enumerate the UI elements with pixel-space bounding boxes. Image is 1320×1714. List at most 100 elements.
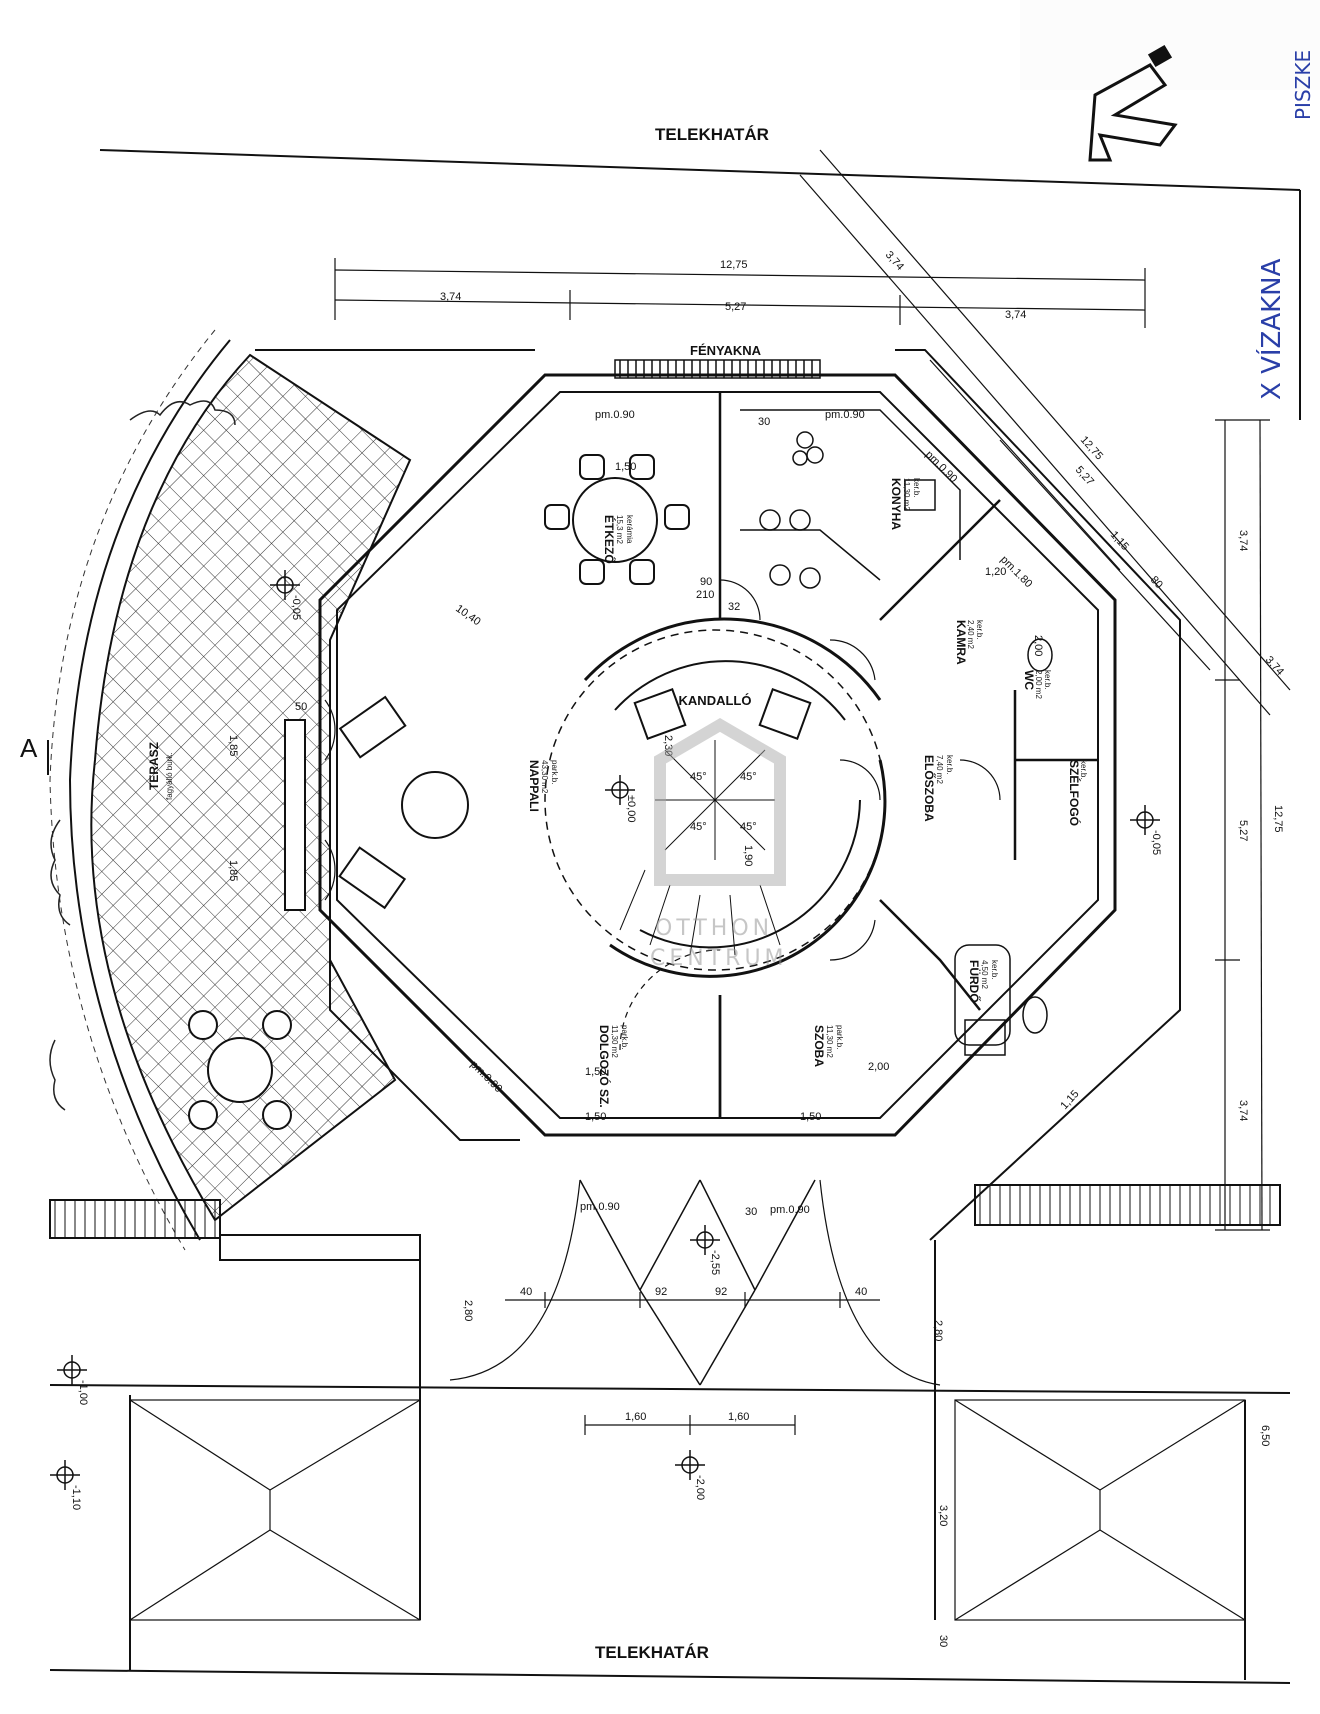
hatch-marks <box>54 1185 1271 1238</box>
room-furdo-floor: ker.b. <box>990 960 999 980</box>
fireplace-label: KANDALLÓ <box>679 693 752 708</box>
angle-label-2: 45° <box>740 771 757 783</box>
dim-right-offset-bottom: 1,15 <box>1058 1088 1081 1112</box>
room-label-szoba: SZOBA 11,30 m2 park.b. <box>812 1025 844 1067</box>
dim-side-c: 30 <box>937 1635 949 1647</box>
entrance-area <box>579 1179 816 1386</box>
dim-gap-a: 2,80 <box>462 1300 474 1321</box>
room-furdo-name: FÜRDŐ <box>967 960 982 1003</box>
room-konyha-floor: ker.b. <box>912 478 921 498</box>
dim-sofa-b: 1,85 <box>227 860 239 881</box>
dim-dining-table: 1,50 <box>615 461 636 473</box>
dim-diag-outer: 12,75 <box>1078 434 1105 462</box>
dim-stair-b: 1,90 <box>742 845 754 866</box>
dim-small-a: 1,20 <box>985 566 1006 578</box>
level-center: ±0,00 <box>625 795 637 822</box>
room-etkezo-floor: kerámia <box>625 515 634 544</box>
tree-outline-icon <box>49 400 236 1111</box>
kitchen-counter <box>740 409 961 589</box>
dining-table-icon <box>544 454 690 585</box>
dim-step-c: 92 <box>715 1286 727 1298</box>
dim-room-w-a: 1,50 <box>585 1066 606 1078</box>
angle-label-1: 45° <box>690 771 707 783</box>
armchair-icon <box>633 688 812 740</box>
dim-step-a: 40 <box>520 1286 532 1298</box>
level-marker-icons <box>50 570 1160 1490</box>
dim-right-top: 3,74 <box>1237 530 1249 551</box>
handwritten-note-vizakna: X VÍZAKNA <box>1255 258 1287 400</box>
room-nappali-floor: park.b. <box>550 760 559 784</box>
window-label-2: pm.0.90 <box>825 409 865 421</box>
dim-step-b: 92 <box>655 1286 667 1298</box>
building-outer-walls <box>318 373 1117 1137</box>
room-label-kamra: KAMRA 2,40 m2 ker.b. <box>954 620 984 665</box>
north-arrow-icon <box>1088 44 1178 162</box>
room-etkezo-name: ÉTKEZŐ <box>602 515 617 564</box>
room-etkezo-area: 15,3 m2 <box>615 515 624 544</box>
scan-noise <box>1020 0 1320 90</box>
room-konyha-name: KONYHA <box>889 478 903 530</box>
right-dimension-lines <box>1215 419 1270 1231</box>
section-marker-a: A <box>20 733 38 763</box>
dim-bottom-left: 1,60 <box>625 1411 646 1423</box>
dim-side-a: 6,50 <box>1259 1425 1271 1446</box>
room-eloszoba-floor: ker.b. <box>945 755 954 775</box>
dim-gap-b: 2,80 <box>932 1320 944 1341</box>
level-left-1: -1,00 <box>77 1380 89 1405</box>
room-dolgozo-floor: park.b. <box>620 1025 629 1049</box>
terrace-table-icon <box>188 1010 292 1130</box>
terrace-walls <box>255 349 1181 1241</box>
room-label-nappali: NAPPALI 43,30 m2 park.b. <box>527 760 559 812</box>
level-left-2: -1,10 <box>70 1485 82 1510</box>
dim-right-offset-top: 1,15 <box>1108 529 1131 553</box>
room-label-konyha: KONYHA 11,30 m2 ker.b. <box>889 478 921 530</box>
dim-top-left: 3,74 <box>440 291 461 303</box>
dim-diag-living: 10,40 <box>453 603 482 629</box>
room-szelfogo-floor: ker.b. <box>1079 760 1088 780</box>
level-parking: -2,00 <box>694 1475 706 1500</box>
dim-thirty-a: 30 <box>758 416 770 428</box>
dim-right-overall: 12,75 <box>1272 805 1284 833</box>
watermark-line-1: OTTHON <box>655 916 773 941</box>
room-label-furdo: FÜRDŐ 4,50 m2 ker.b. <box>967 960 999 1003</box>
door-swings <box>324 579 1001 1386</box>
room-kamra-area: 2,40 m2 <box>966 620 975 649</box>
living-room-furniture <box>284 695 469 911</box>
boundary-bottom-label: TELEKHATÁR <box>595 1643 709 1662</box>
top-dimension-lines <box>334 258 1146 328</box>
retaining-walls <box>49 1184 1281 1680</box>
dim-door-b: 210 <box>696 589 714 601</box>
parking-area <box>129 1399 1246 1621</box>
dim-bath-w: 2,00 <box>868 1061 889 1073</box>
room-dolgozo-name: DOLGOZÓ SZ. <box>597 1025 612 1108</box>
handwritten-note-piszke: PISZKE <box>1291 50 1315 120</box>
room-szoba-area: 11,30 m2 <box>825 1025 834 1058</box>
room-eloszoba-area: 7,40 m2 <box>935 755 944 784</box>
central-core <box>544 617 887 978</box>
dim-room-w-b: 1,50 <box>585 1111 606 1123</box>
terrace-area <box>49 329 412 1251</box>
room-kamra-name: KAMRA <box>954 620 968 665</box>
room-wc-floor: ker.b. <box>1043 670 1052 690</box>
dim-door-a: 90 <box>700 576 712 588</box>
room-konyha-area: 11,30 m2 <box>902 478 911 511</box>
dim-bottom-right: 1,60 <box>728 1411 749 1423</box>
boundary-top-label: TELEKHATÁR <box>655 125 769 144</box>
dim-top-overall: 12,75 <box>720 259 748 271</box>
room-wc-name: WC <box>1022 670 1036 690</box>
room-szoba-name: SZOBA <box>812 1025 826 1067</box>
room-label-wc: WC 2,00 m2 ker.b. <box>1022 670 1052 699</box>
dim-sofa-a: 1,85 <box>227 735 239 756</box>
bathroom-fixtures <box>954 638 1053 1056</box>
dim-top-middle: 5,27 <box>725 301 746 313</box>
dim-thirty-b: 30 <box>745 1206 757 1218</box>
watermark-line-2: CENTRUM <box>650 946 788 971</box>
room-label-dolgozo: DOLGOZÓ SZ. 11,30 m2 park.b. <box>597 1025 629 1108</box>
lightwell-label: FÉNYAKNA <box>690 343 762 358</box>
watermark: OTTHON CENTRUM <box>650 718 788 971</box>
room-wc-area: 2,00 m2 <box>1034 670 1043 699</box>
dim-top-right: 3,74 <box>1005 309 1026 321</box>
diagonal-dimension-lines <box>799 149 1291 716</box>
level-terrace: -0,05 <box>290 595 302 620</box>
